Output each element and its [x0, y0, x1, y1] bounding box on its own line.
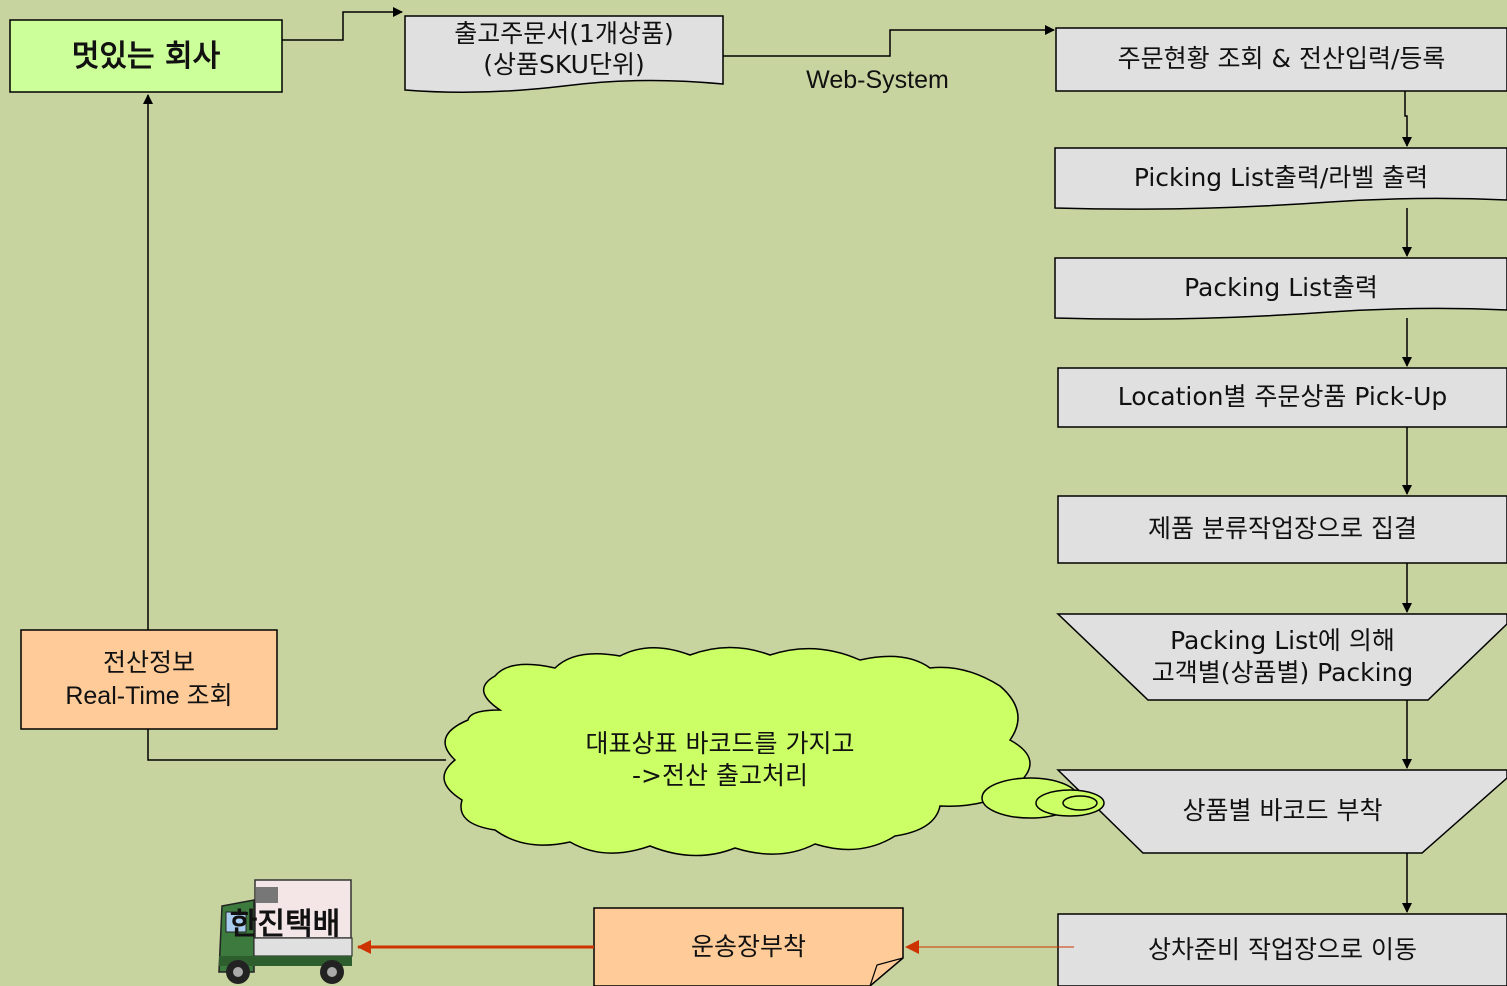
order-document-shape — [404, 15, 724, 93]
step-5-label: 제품 분류작업장으로 집결 — [1148, 514, 1417, 544]
realtime-label: 전산정보 Real-Time 조회 — [21, 630, 277, 729]
step-2-label: Picking List출력/라벨 출력 — [1133, 162, 1429, 192]
cloud-line1: 대표상표 바코드를 가지고 — [585, 728, 855, 758]
step-4-box — [1057, 367, 1507, 428]
step-3-label: Packing List출력 — [1184, 272, 1378, 302]
truck-icon — [218, 879, 353, 984]
arrow-company-to-order — [282, 7, 403, 41]
company-box — [9, 19, 283, 93]
line-cloud-to-realtime — [147, 729, 446, 761]
cloud-label: 대표상표 바코드를 가지고 ->전산 출고처리 — [500, 715, 940, 805]
waybill-shape — [593, 907, 904, 986]
step-1-label: 주문현황 조회 & 전산입력/등록 — [1117, 44, 1446, 74]
step-4-label: Location별 주문상품 Pick-Up — [1117, 382, 1448, 412]
courier-label: 한진택배 — [229, 906, 341, 942]
company-label: 멋있는 회사 — [71, 38, 221, 74]
step-6-label: Packing List에 의해 고객별(상품별) Packing — [1151, 625, 1414, 688]
step-8-label: 상차준비 작업장으로 이동 — [1148, 934, 1417, 964]
realtime-line1: 전산정보 — [102, 649, 195, 677]
order-document-line2: (상품SKU단위) — [483, 50, 645, 79]
step-5-box — [1057, 495, 1507, 564]
step-7-label: 상품별 바코드 부착 — [1182, 796, 1383, 826]
step-1-box — [1055, 27, 1507, 92]
arrow-step1-to-step2 — [1402, 91, 1412, 147]
cloud-line2: ->전산 출고처리 — [632, 761, 808, 790]
realtime-box — [20, 629, 278, 730]
step-6-shape — [1056, 613, 1507, 701]
order-document-line1: 출고주문서(1개상품) — [454, 18, 674, 48]
step-8-box — [1057, 913, 1507, 986]
realtime-line2: Real-Time 조회 — [65, 681, 233, 710]
thought-bubble-small — [1062, 795, 1098, 811]
step-7-shape — [1056, 769, 1507, 854]
waybill-fold — [869, 957, 904, 986]
arrow-order-to-step1 — [723, 25, 1055, 57]
waybill-label: 운송장부착 — [690, 931, 806, 961]
step-3-shape — [1054, 257, 1507, 320]
web-system-label: Web-System — [806, 65, 949, 94]
step-2-shape — [1054, 147, 1507, 210]
order-document-label: 출고주문서(1개상품) (상품SKU단위) — [405, 16, 723, 82]
